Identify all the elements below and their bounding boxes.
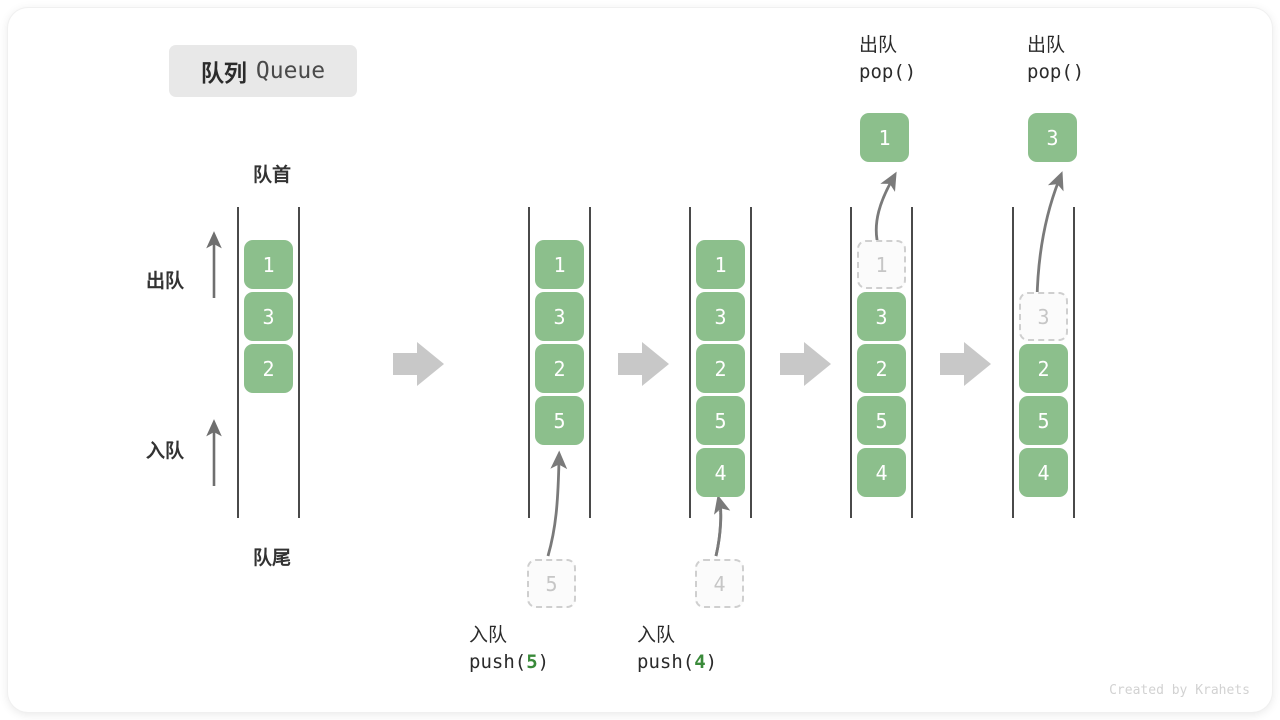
push5-num: 5 bbox=[526, 651, 538, 674]
cell: 1 bbox=[535, 240, 584, 289]
push5-code: push(5) bbox=[469, 649, 629, 675]
step-arrow-3 bbox=[780, 342, 831, 386]
cell: 2 bbox=[1019, 344, 1068, 393]
cell: 4 bbox=[857, 448, 906, 497]
push5-chip: 5 bbox=[527, 559, 576, 608]
push5-arrow bbox=[546, 450, 568, 557]
push4-cn: 入队 bbox=[637, 625, 676, 646]
push4-chip: 4 bbox=[695, 559, 744, 608]
dequeue-label: 出队 bbox=[146, 271, 185, 292]
queue-column-2: 1 3 2 5 bbox=[528, 207, 591, 518]
pop2-code: pop() bbox=[1027, 61, 1085, 84]
cell: 5 bbox=[696, 396, 745, 445]
pop2-cn: 出队 bbox=[1027, 35, 1066, 56]
push4-num: 4 bbox=[694, 651, 706, 674]
push5-cn: 入队 bbox=[469, 625, 508, 646]
queue-column-3: 1 3 2 5 4 bbox=[689, 207, 752, 518]
rail-left bbox=[1012, 207, 1014, 518]
cell: 5 bbox=[1019, 396, 1068, 445]
push4-fn-end: ) bbox=[705, 651, 718, 674]
diagram-stage: 队列 Queue 队首 队尾 出队 入队 bbox=[8, 8, 1272, 712]
rail-right bbox=[298, 207, 300, 518]
cell: 2 bbox=[696, 344, 745, 393]
cell: 3 bbox=[857, 292, 906, 341]
pop1-cn: 出队 bbox=[859, 35, 898, 56]
title-badge: 队列 Queue bbox=[169, 45, 357, 97]
enqueue-label: 入队 bbox=[146, 441, 185, 462]
rail-left bbox=[237, 207, 239, 518]
rail-right bbox=[750, 207, 752, 518]
cell: 3 bbox=[696, 292, 745, 341]
cell: 4 bbox=[696, 448, 745, 497]
rail-right bbox=[911, 207, 913, 518]
cell: 5 bbox=[535, 396, 584, 445]
rail-left bbox=[528, 207, 530, 518]
step-arrow-1 bbox=[393, 342, 444, 386]
pop1-chip: 1 bbox=[860, 113, 909, 162]
pop1-caption: 出队 pop() bbox=[859, 33, 989, 85]
step-arrow-2 bbox=[618, 342, 669, 386]
pop2-arrow bbox=[1035, 171, 1064, 301]
front-label: 队首 bbox=[252, 165, 291, 186]
diagram-card: 队列 Queue 队首 队尾 出队 入队 bbox=[8, 8, 1272, 712]
cell-ghost: 3 bbox=[1019, 292, 1068, 341]
cell: 4 bbox=[1019, 448, 1068, 497]
push5-fn: push( bbox=[469, 651, 527, 674]
cell: 5 bbox=[857, 396, 906, 445]
push4-caption: 入队 push(4) bbox=[637, 623, 797, 675]
arrow-layer bbox=[206, 171, 1064, 557]
queue-column-1: 1 3 2 bbox=[237, 207, 300, 518]
cell: 2 bbox=[857, 344, 906, 393]
push5-caption: 入队 push(5) bbox=[469, 623, 629, 675]
pop2-chip: 3 bbox=[1028, 113, 1077, 162]
rail-right bbox=[1073, 207, 1075, 518]
rail-left bbox=[689, 207, 691, 518]
push4-code: push(4) bbox=[637, 649, 797, 675]
cell: 2 bbox=[535, 344, 584, 393]
pop1-code: pop() bbox=[859, 61, 917, 84]
cell: 1 bbox=[244, 240, 293, 289]
rail-left bbox=[850, 207, 852, 518]
cell: 3 bbox=[244, 292, 293, 341]
cell: 1 bbox=[696, 240, 745, 289]
cell: 2 bbox=[244, 344, 293, 393]
title-cn: 队列 bbox=[200, 60, 247, 86]
push4-arrow bbox=[714, 494, 731, 557]
watermark: Created by Krahets bbox=[1109, 683, 1250, 698]
rail-right bbox=[589, 207, 591, 518]
pop2-caption: 出队 pop() bbox=[1027, 33, 1157, 85]
queue-column-4: 1 3 2 5 4 bbox=[850, 207, 913, 518]
push4-fn: push( bbox=[637, 651, 695, 674]
push5-fn-end: ) bbox=[537, 651, 550, 674]
cell: 3 bbox=[535, 292, 584, 341]
queue-column-5: 3 2 5 4 bbox=[1012, 207, 1075, 518]
cell-ghost: 1 bbox=[857, 240, 906, 289]
title-en: Queue bbox=[255, 58, 326, 84]
step-arrow-4 bbox=[940, 342, 991, 386]
rear-label: 队尾 bbox=[252, 548, 291, 569]
